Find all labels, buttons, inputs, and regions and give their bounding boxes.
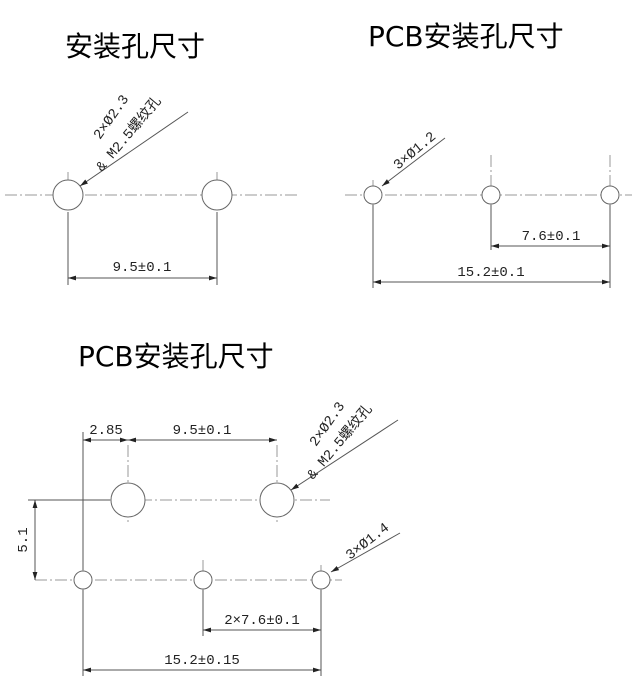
hole-note: 3×Ø1.2	[391, 129, 440, 174]
mounting-hole	[52, 179, 84, 211]
dim-small-spacing: 2×7.6±0.1	[224, 613, 300, 629]
pcb-hole	[193, 570, 213, 590]
mounting-hole	[201, 179, 233, 211]
section-mounting-holes: 安装孔尺寸 9.5±0.1 2×Ø2.3 & M2.5螺纹孔	[5, 30, 300, 285]
dim-inner: 7.6±0.1	[522, 229, 581, 245]
dim-total: 15.2±0.1	[457, 265, 524, 281]
dim-total: 15.2±0.15	[164, 653, 240, 669]
section-title: PCB安装孔尺寸	[78, 340, 274, 373]
section-title: 安装孔尺寸	[65, 30, 205, 63]
pcb-hole	[481, 185, 501, 205]
pcb-hole	[600, 185, 620, 205]
dim-vertical: 5.1	[16, 527, 32, 552]
dim-spacing: 9.5±0.1	[173, 423, 232, 439]
pcb-hole	[73, 570, 93, 590]
pcb-hole	[311, 570, 331, 590]
section-title: PCB安装孔尺寸	[368, 20, 564, 53]
dim-spacing: 9.5±0.1	[113, 260, 172, 276]
mounting-hole	[110, 482, 146, 518]
section-pcb-combined: PCB安装孔尺寸 2.85 9.5±0.1 5.1 2×7.6±0.1 15.2…	[16, 340, 401, 676]
dim-offset: 2.85	[89, 423, 123, 439]
section-pcb-holes: PCB安装孔尺寸 7.6±0.1 15.2±0.1 3×Ø1.2	[345, 20, 632, 288]
mounting-hole	[259, 482, 295, 518]
pcb-hole	[363, 185, 383, 205]
small-hole-note: 3×Ø1.4	[343, 520, 393, 564]
